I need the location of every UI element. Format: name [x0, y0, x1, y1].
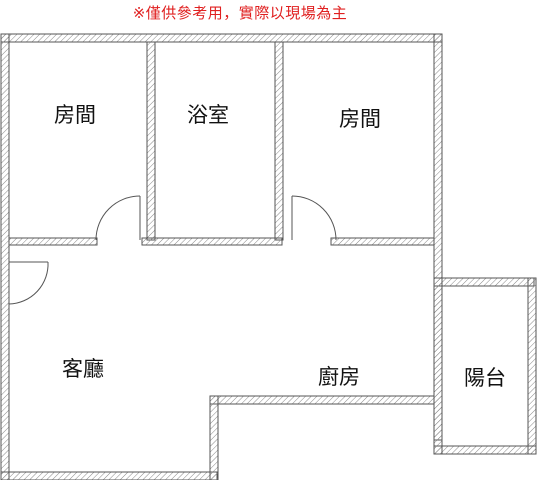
label-living-room: 客廳 — [62, 357, 104, 381]
doors — [8, 195, 337, 305]
balcony-right — [527, 277, 537, 455]
balcony-bottom — [433, 445, 537, 455]
balcony-walls — [433, 277, 537, 455]
door-bedroom-right — [291, 195, 337, 241]
wall-bath-bedroom — [274, 41, 284, 241]
door-entrance — [8, 261, 49, 305]
wall-upper-seg3 — [330, 237, 435, 246]
wall-upper-seg2 — [141, 237, 283, 246]
door-bedroom-left — [95, 195, 141, 241]
balcony-top — [433, 277, 535, 287]
kitchen-counter-top — [209, 395, 435, 405]
label-balcony: 陽台 — [464, 366, 506, 390]
interior-walls — [8, 41, 435, 480]
label-bathroom: 浴室 — [187, 103, 229, 127]
wall-upper-seg1 — [8, 237, 98, 246]
kitchen-counter-left — [209, 395, 219, 480]
wall-bottom-left — [0, 471, 218, 480]
outer-walls — [0, 33, 443, 480]
wall-top — [0, 33, 443, 43]
label-bedroom-left: 房間 — [54, 103, 96, 127]
label-bedroom-right: 房間 — [339, 107, 381, 131]
wall-left — [0, 33, 10, 480]
wall-bedroom-bath — [146, 41, 156, 241]
disclaimer-note: ※僅供參考用，實際以現場為主 — [132, 4, 348, 22]
balcony-left — [433, 277, 443, 455]
label-kitchen: 廚房 — [318, 365, 360, 389]
